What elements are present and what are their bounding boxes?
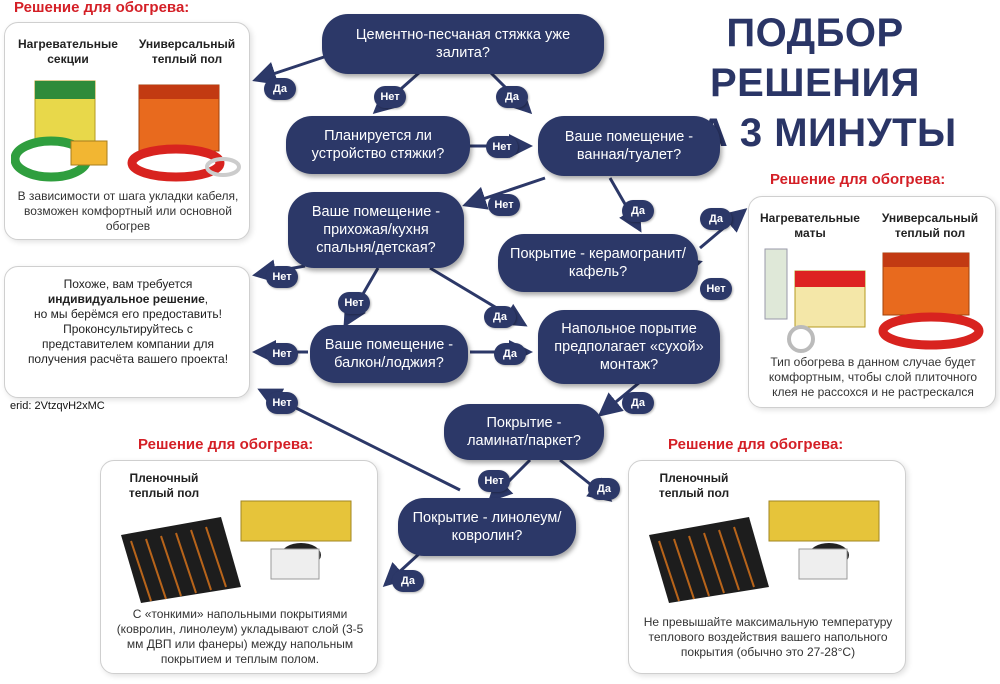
question-laminate: Покрытие - ламинат/паркет? — [444, 404, 604, 460]
cable-kit-image — [11, 80, 241, 182]
product-universal-floor: Универсальный теплый пол — [881, 211, 979, 240]
question-dry-install: Напольное порытие предполагает «сухой» м… — [538, 310, 720, 384]
question-screed-poured: Цементно-песчаная стяжка уже залита? — [322, 14, 604, 74]
no-badge: Нет — [700, 278, 732, 300]
page-title: ПОДБОР РЕШЕНИЯ ЗА 3 МИНУТЫ — [640, 8, 990, 158]
solution-heading: Решение для обогрева: — [14, 0, 190, 16]
product-heating-sections: Нагревательные секции — [18, 37, 118, 66]
no-badge: Нет — [478, 470, 510, 492]
solution-card-film-floor-left: Пленочный теплый пол С «тонкими» напольн… — [100, 460, 378, 674]
no-badge: Нет — [486, 136, 518, 158]
question-linoleum: Покрытие - линолеум/ковролин? — [398, 498, 576, 556]
solution-description: Тип обогрева в данном случае будет комфо… — [768, 355, 978, 399]
yes-badge: Да — [484, 306, 516, 328]
solution-card-cable-sections: Нагревательные секции Универсальный тепл… — [4, 22, 250, 240]
product-film-floor: Пленочный теплый пол — [658, 471, 730, 500]
question-hallway-kitchen: Ваше помещение - прихожая/кухня спальня/… — [288, 192, 464, 268]
product-universal-floor: Универсальный теплый пол — [138, 37, 236, 66]
mat-kit-image — [764, 248, 984, 353]
no-badge: Нет — [338, 292, 370, 314]
yes-badge: Да — [264, 78, 296, 100]
yes-badge: Да — [494, 343, 526, 365]
question-ceramic: Покрытие - керамогранит/кафель? — [498, 234, 698, 292]
solution-card-heating-mats: Нагревательные маты Универсальный теплый… — [748, 196, 996, 408]
solution-heading: Решение для обогрева: — [138, 436, 314, 453]
title-line-1: ПОДБОР РЕШЕНИЯ — [709, 11, 921, 105]
solution-description: Не превышайте максимальную температуру т… — [643, 615, 893, 659]
no-badge: Нет — [266, 343, 298, 365]
no-badge: Нет — [374, 86, 406, 108]
solution-heading: Решение для обогрева: — [770, 171, 946, 188]
yes-badge: Да — [588, 478, 620, 500]
no-badge: Нет — [266, 392, 298, 414]
yes-badge: Да — [392, 570, 424, 592]
no-badge: Нет — [266, 266, 298, 288]
solution-heading: Решение для обогрева: — [668, 436, 844, 453]
product-heating-mats: Нагревательные маты — [760, 211, 860, 240]
film-floor-image — [649, 500, 880, 603]
yes-badge: Да — [622, 392, 654, 414]
yes-badge: Да — [622, 200, 654, 222]
individual-solution-text: Похоже, вам требуется индивидуальное реш… — [27, 277, 229, 366]
solution-card-film-floor-right: Пленочный теплый пол Не превышайте макси… — [628, 460, 906, 674]
question-screed-planned: Планируется ли устройство стяжки? — [286, 116, 470, 174]
erid-label: erid: 2VtzqvH2xMC — [10, 400, 105, 412]
yes-badge: Да — [496, 86, 528, 108]
question-bathroom: Ваше помещение - ванная/туалет? — [538, 116, 720, 176]
title-line-2: ЗА 3 МИНУТЫ — [673, 111, 957, 155]
yes-badge: Да — [700, 208, 732, 230]
solution-description: В зависимости от шага укладки кабеля, во… — [17, 189, 239, 233]
product-film-floor: Пленочный теплый пол — [128, 471, 200, 500]
no-badge: Нет — [488, 194, 520, 216]
film-floor-image — [121, 500, 352, 603]
question-balcony: Ваше помещение - балкон/лоджия? — [310, 325, 468, 383]
individual-solution-card: Похоже, вам требуется индивидуальное реш… — [4, 266, 250, 398]
solution-description: С «тонкими» напольными покрытиями (ковро… — [116, 607, 364, 666]
